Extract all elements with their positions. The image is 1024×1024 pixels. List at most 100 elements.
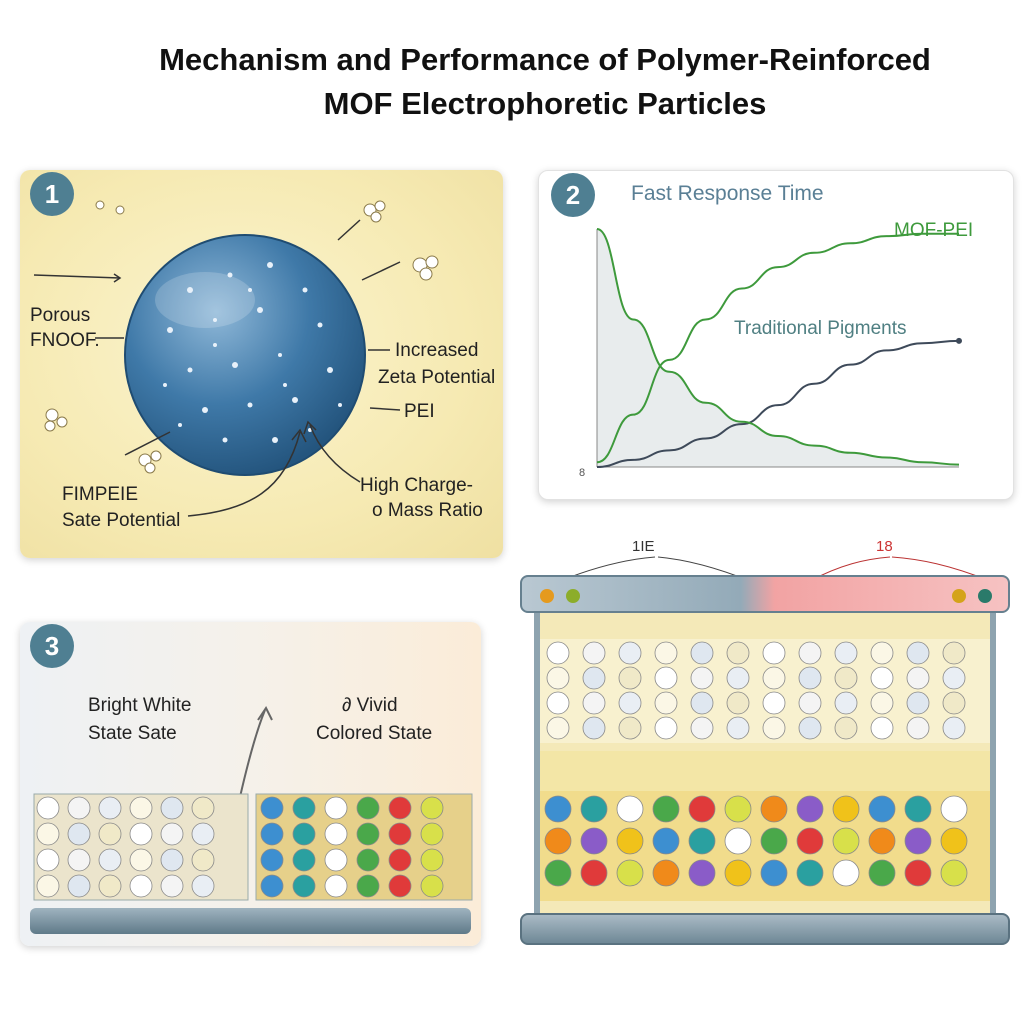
device-white-particle [834, 666, 858, 690]
white-particle [160, 874, 184, 898]
panel-color-states: 3 Bright White State Sate ∂ Vivid Colore… [20, 622, 481, 946]
white-particle [36, 822, 60, 846]
title-line-2: MOF Electrophoretic Particles [323, 86, 767, 121]
colored-particle [292, 874, 316, 898]
panel-3-number-badge: 3 [30, 624, 74, 668]
device-white-particle [906, 716, 930, 740]
device-top-bar [520, 575, 1010, 613]
device-colored-particle [724, 859, 752, 887]
device-white-particle [546, 716, 570, 740]
label-porous: Porous [30, 305, 91, 326]
display-device: 1IE 18 [520, 538, 1010, 947]
white-particle [129, 822, 153, 846]
device-white-particle [798, 691, 822, 715]
colored-particle [324, 874, 348, 898]
device-white-particle [762, 716, 786, 740]
label-vivid: ∂ Vivid [342, 695, 398, 716]
device-white-particle [654, 691, 678, 715]
colored-particle [292, 796, 316, 820]
device-colored-particle [868, 859, 896, 887]
status-light-yellow [952, 589, 966, 603]
device-white-particle [654, 716, 678, 740]
colored-particle [260, 874, 284, 898]
device-particle-rows [540, 639, 990, 901]
colored-particle [292, 822, 316, 846]
label-pei: PEI [404, 401, 435, 422]
annotation-arrows [33, 219, 401, 517]
colored-particle [388, 874, 412, 898]
device-white-particle [834, 691, 858, 715]
device-colored-particle [580, 827, 608, 855]
device-white-particle [942, 641, 966, 665]
white-particle [67, 848, 91, 872]
transition-arrow [239, 709, 266, 798]
device-colored-particle [940, 827, 968, 855]
white-particle [160, 822, 184, 846]
device-colored-particle [544, 795, 572, 823]
label-colored-state: Colored State [316, 723, 433, 744]
device-bottom-bar [520, 913, 1010, 945]
white-particle [191, 796, 215, 820]
colored-particle [388, 796, 412, 820]
white-particle [191, 874, 215, 898]
white-particle [98, 796, 122, 820]
legend-traditional-pigments: Traditional Pigments [734, 318, 907, 339]
device-white-particle [690, 691, 714, 715]
device-colored-particle [544, 859, 572, 887]
device-white-particle [762, 641, 786, 665]
device-colored-particle [832, 859, 860, 887]
device-colored-particle [760, 827, 788, 855]
series-line-0 [596, 232, 959, 464]
colored-particle [260, 822, 284, 846]
device-white-particle [690, 641, 714, 665]
panel-1-number-badge: 1 [30, 172, 74, 216]
device-white-particle [546, 691, 570, 715]
colored-particle [356, 848, 380, 872]
device-display-body [534, 613, 996, 925]
device-colored-particle [616, 795, 644, 823]
series-line-1 [596, 339, 960, 468]
panel-2-number-badge: 2 [551, 173, 595, 217]
colored-particle [420, 848, 444, 872]
device-white-particle [726, 691, 750, 715]
device-top-right-label: 18 [876, 538, 893, 555]
label-fnoof: FNOOF. [30, 330, 100, 351]
label-increased: Increased [395, 340, 479, 361]
device-white-particle [546, 641, 570, 665]
device-colored-particle [796, 795, 824, 823]
device-colored-particle [652, 827, 680, 855]
white-particle [98, 874, 122, 898]
device-colored-particle [796, 827, 824, 855]
device-white-particle [942, 691, 966, 715]
series-endpoint-1 [956, 337, 962, 344]
device-top-left-label: 1IE [632, 538, 655, 555]
colored-particle [324, 848, 348, 872]
device-white-particle [654, 641, 678, 665]
white-particle [129, 796, 153, 820]
legend-mof-pei: MOF-PEI [894, 220, 974, 241]
device-colored-particle [688, 859, 716, 887]
device-colored-particle [688, 827, 716, 855]
colored-particle [292, 848, 316, 872]
device-colored-particle [652, 859, 680, 887]
device-white-particle [654, 666, 678, 690]
colored-particle [420, 874, 444, 898]
white-particle [67, 822, 91, 846]
white-particle [160, 848, 184, 872]
device-white-particle [690, 716, 714, 740]
device-colored-particle [724, 795, 752, 823]
device-white-particle [582, 666, 606, 690]
device-white-particle [870, 641, 894, 665]
device-white-particle [582, 691, 606, 715]
device-white-particle [870, 666, 894, 690]
device-white-particle [582, 641, 606, 665]
device-colored-particle [724, 827, 752, 855]
device-colored-particle [904, 795, 932, 823]
device-colored-particle [688, 795, 716, 823]
figure-title: Mechanism and Performance of Polymer-Rei… [40, 38, 1024, 126]
device-white-particle [618, 666, 642, 690]
color-state-grids [33, 706, 473, 901]
chart-title: Fast Response Time [631, 182, 824, 205]
label-sate-potential: Sate Potential [62, 510, 181, 531]
panel-3-footer-bar [30, 908, 471, 934]
